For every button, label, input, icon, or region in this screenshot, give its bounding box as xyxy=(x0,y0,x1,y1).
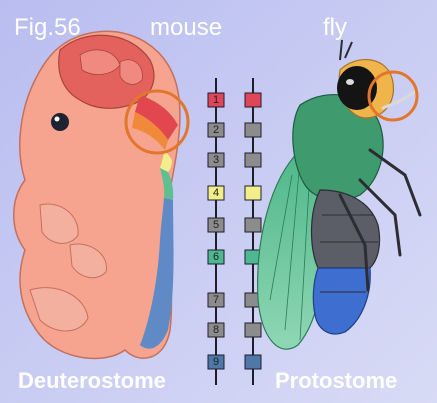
fly-gene-box-9 xyxy=(245,355,261,369)
protostome-label: Protostome xyxy=(275,368,397,394)
fly-gene-box-5 xyxy=(245,218,261,232)
fly-gene-box-4 xyxy=(245,186,261,200)
fly-eye-highlight xyxy=(346,79,354,85)
fly-label: fly xyxy=(323,14,347,42)
deuterostome-label: Deuterostome xyxy=(18,368,166,394)
gene-number-7: 7 xyxy=(208,294,224,306)
fly-gene-box-3 xyxy=(245,153,261,167)
gene-number-4: 4 xyxy=(208,187,224,199)
gene-number-9: 9 xyxy=(208,356,224,368)
gene-number-2: 2 xyxy=(208,124,224,136)
gene-number-6: 6 xyxy=(208,251,224,263)
gene-number-1: 1 xyxy=(208,94,224,106)
mouse-embryo xyxy=(14,31,188,358)
embryo-eye xyxy=(51,113,69,131)
fly-gene-box-2 xyxy=(245,123,261,137)
gene-number-3: 3 xyxy=(208,154,224,166)
gene-number-8: 8 xyxy=(208,324,224,336)
figure-number: Fig.56 xyxy=(14,14,81,42)
embryo-eye-highlight xyxy=(55,117,60,122)
gene-number-5: 5 xyxy=(208,219,224,231)
fly-gene-box-8 xyxy=(245,323,261,337)
mouse-label: mouse xyxy=(150,14,222,42)
fly-gene-box-1 xyxy=(245,93,261,107)
